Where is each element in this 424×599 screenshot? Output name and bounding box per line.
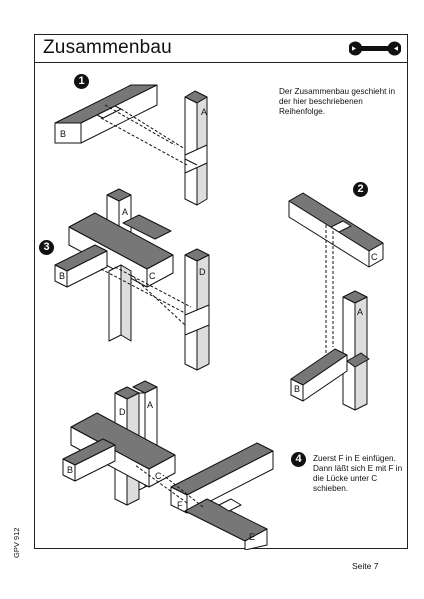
- step-number-3: 3: [39, 240, 54, 255]
- step3-drawing: [54, 188, 210, 371]
- step2-drawing: [288, 192, 384, 411]
- label-e-step4: E: [249, 532, 255, 542]
- step4-instruction: Zuerst F in E einfügen. Dann läßt sich E…: [313, 454, 403, 493]
- intro-text: Der Zusammenbau geschieht in der hier be…: [279, 87, 396, 116]
- wrench-icon: [349, 41, 401, 56]
- label-c-step3: C: [149, 271, 156, 281]
- step-number-1: 1: [74, 74, 89, 89]
- label-d-step4: D: [119, 407, 126, 417]
- label-b-step1: B: [60, 129, 66, 139]
- label-a-step1: A: [201, 107, 207, 117]
- label-a-step3: A: [122, 207, 128, 217]
- step1-drawing: [54, 84, 208, 206]
- header-bar: Zusammenbau: [35, 35, 407, 63]
- page-title: Zusammenbau: [43, 37, 172, 58]
- step-number-2: 2: [353, 182, 368, 197]
- label-b-step4: B: [67, 465, 73, 475]
- document-code: GPV 912: [12, 527, 21, 558]
- label-c-step4: C: [155, 471, 162, 481]
- assembly-illustrations: B A C A B A B C D D A B C F E: [54, 84, 384, 550]
- step-number-4: 4: [291, 452, 306, 467]
- step4-drawing: [62, 380, 274, 550]
- page-number: Seite 7: [352, 561, 379, 571]
- label-c-step2: C: [371, 252, 378, 262]
- label-a-step2: A: [357, 307, 363, 317]
- label-f-step4: F: [177, 500, 183, 510]
- label-d-step3: D: [199, 267, 206, 277]
- label-b-step3: B: [59, 271, 65, 281]
- label-a-step4: A: [147, 400, 153, 410]
- label-b-step2: B: [294, 384, 300, 394]
- page-frame: Zusammenbau: [34, 34, 408, 550]
